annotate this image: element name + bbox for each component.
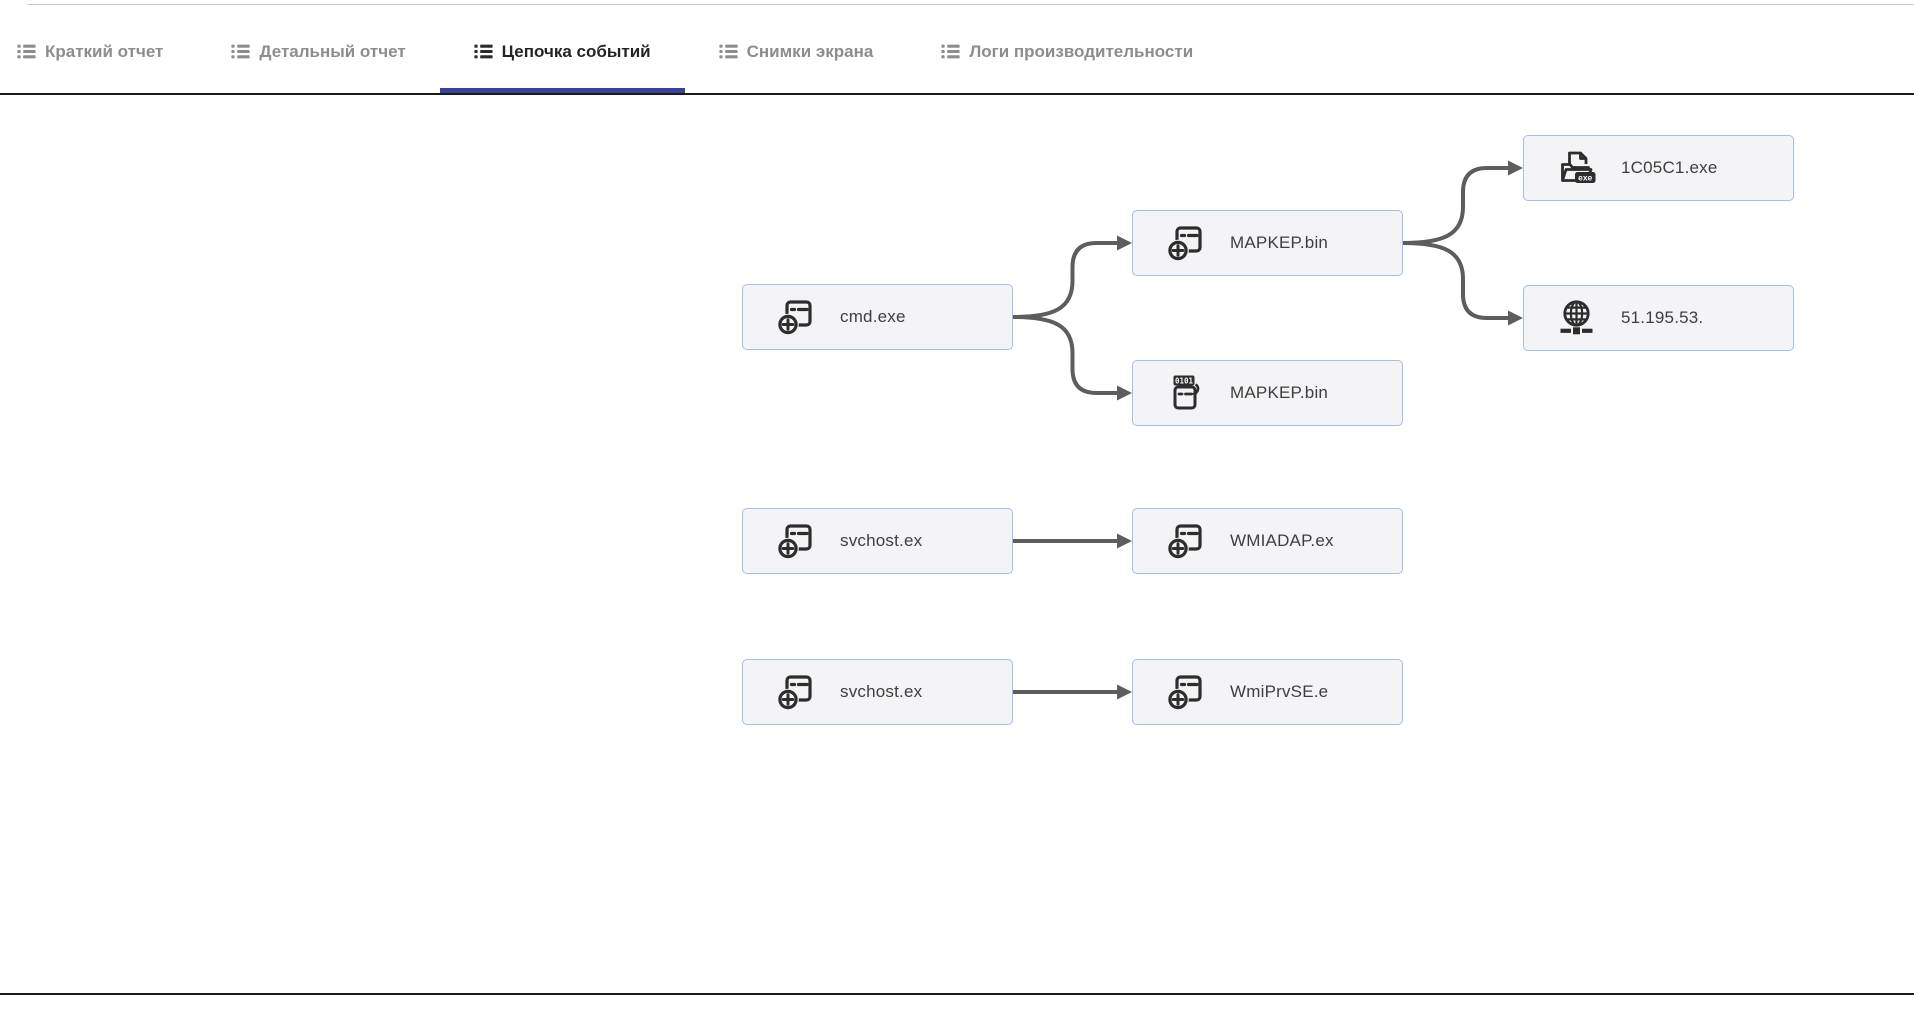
tab-brief-report[interactable]: Краткий отчет: [0, 5, 197, 93]
node-svchost-ex-2[interactable]: svchost.ex: [742, 659, 1013, 725]
tab-screenshots[interactable]: Снимки экрана: [685, 5, 908, 93]
node-label: 1C05C1.exe: [1621, 158, 1718, 177]
node-label: MAPKEP.bin: [1230, 233, 1329, 252]
node-cmd-exe[interactable]: cmd.exe: [742, 284, 1013, 350]
node-label: MAPKEP.bin: [1230, 383, 1329, 402]
node-label: WMIADAP.ex: [1230, 531, 1334, 550]
graph-edges: [1011, 160, 1523, 700]
tab-label: Детальный отчет: [259, 41, 406, 61]
tab-label: Логи производительности: [969, 41, 1194, 61]
tab-performance-logs[interactable]: Логи производительности: [907, 5, 1227, 93]
node-1c05c1-exe[interactable]: exe 1C05C1.exe: [1523, 135, 1794, 201]
tab-label: Снимки экрана: [746, 41, 874, 61]
edge-mapkep-bin-process-to-ip-51-195-53: [1401, 241, 1523, 326]
node-label: svchost.ex: [840, 531, 923, 550]
binary-file-icon: 0101: [1166, 374, 1206, 412]
process-icon: [1166, 224, 1206, 262]
node-label: cmd.exe: [840, 307, 906, 326]
node-label: svchost.ex: [840, 682, 923, 701]
process-icon: [1166, 673, 1206, 711]
process-icon: [776, 522, 816, 560]
edge-svchost-ex-2-to-wmiprvse-e: [1011, 684, 1132, 700]
tab-bar: Краткий отчет Детальный отчет Цепочка со…: [0, 5, 1914, 95]
list-icon: [474, 44, 493, 59]
bottom-divider: [0, 993, 1914, 995]
edge-svchost-ex-1-to-wmiadap-ex: [1011, 533, 1132, 549]
tab-detailed-report[interactable]: Детальный отчет: [197, 5, 439, 93]
process-icon: [1166, 522, 1206, 560]
node-svchost-ex-1[interactable]: svchost.ex: [742, 508, 1013, 574]
list-icon: [17, 44, 36, 59]
node-ip-51-195-53[interactable]: 51.195.53.: [1523, 285, 1794, 351]
process-icon: [776, 673, 816, 711]
node-label: WmiPrvSE.e: [1230, 682, 1329, 701]
node-wmiadap-ex[interactable]: WMIADAP.ex: [1132, 508, 1403, 574]
tab-event-chain[interactable]: Цепочка событий: [439, 5, 685, 93]
list-icon: [719, 44, 738, 59]
edge-mapkep-bin-process-to-1c05c1-exe: [1401, 160, 1523, 245]
svg-text:0101: 0101: [1175, 376, 1194, 385]
node-mapkep-bin-process[interactable]: MAPKEP.bin: [1132, 210, 1403, 276]
list-icon: [231, 44, 250, 59]
node-mapkep-bin-file[interactable]: 0101 MAPKEP.bin: [1132, 360, 1403, 426]
list-icon: [941, 44, 960, 59]
edge-cmd-exe-to-mapkep-bin-file: [1011, 315, 1132, 401]
process-icon: [776, 298, 816, 336]
exe-file-icon: exe: [1557, 149, 1597, 187]
edge-cmd-exe-to-mapkep-bin-process: [1011, 235, 1132, 319]
event-chain-graph: cmd.exe MAPKEP.bin exe 1C05C1.exe: [0, 97, 1914, 1028]
tab-label: Цепочка событий: [501, 41, 651, 61]
globe-network-icon: [1557, 299, 1597, 337]
svg-text:exe: exe: [1578, 173, 1592, 183]
tab-label: Краткий отчет: [45, 41, 164, 61]
node-wmiprvse-e[interactable]: WmiPrvSE.e: [1132, 659, 1403, 725]
top-divider: [27, 4, 1914, 5]
node-label: 51.195.53.: [1621, 308, 1704, 327]
